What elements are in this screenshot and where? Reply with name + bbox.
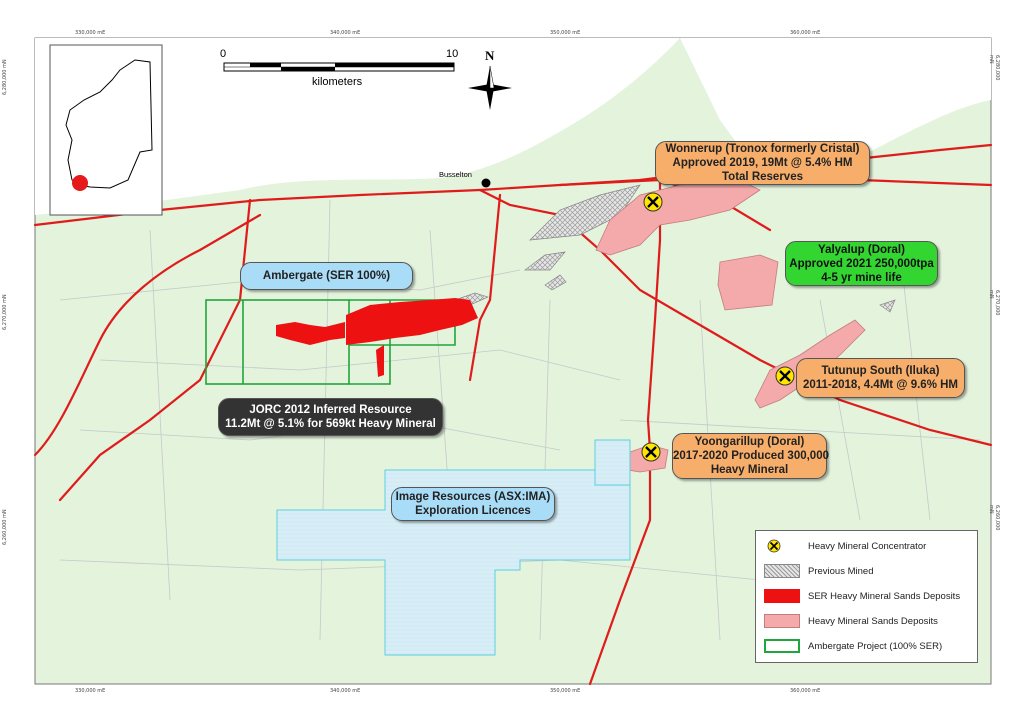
inset-map bbox=[49, 44, 163, 216]
callout-wonnerup: Wonnerup (Tronox formerly Cristal) Appro… bbox=[655, 141, 870, 185]
scale-start-label: 0 bbox=[220, 48, 227, 60]
callout-image-resources-line-2: Exploration Licences bbox=[415, 505, 531, 517]
scale-unit-label: kilometers bbox=[312, 76, 363, 88]
callout-image-resources: Image Resources (ASX:IMA) Exploration Li… bbox=[391, 487, 555, 521]
callout-image-resources-line-1: Image Resources (ASX:IMA) bbox=[395, 491, 551, 503]
grid-label-right-3: 6,260,000 mN bbox=[988, 505, 1000, 531]
concentrator-icons bbox=[641, 192, 795, 462]
callout-yalyalup-line-1: Yalyalup (Doral) bbox=[818, 243, 905, 256]
callout-yalyalup-line-2: Approved 2021 250,000tpa bbox=[789, 257, 934, 270]
grid-label-bottom-1: 330,000 mE bbox=[75, 688, 106, 694]
legend-item-hms-deposits: Heavy Mineral Sands Deposits bbox=[764, 612, 938, 630]
grid-label-top-4: 360,000 mE bbox=[790, 30, 821, 36]
callout-yoongarillup: Yoongarillup (Doral) 2017-2020 Produced … bbox=[672, 433, 829, 479]
callout-yalyalup: Yalyalup (Doral) Approved 2021 250,000tp… bbox=[785, 241, 938, 286]
north-arrow bbox=[468, 65, 512, 110]
legend-label-ser-deposits: SER Heavy Mineral Sands Deposits bbox=[808, 590, 961, 602]
legend-item-ser-deposits: SER Heavy Mineral Sands Deposits bbox=[764, 587, 960, 605]
callout-ambergate-line-1: Ambergate (SER 100%) bbox=[262, 270, 391, 282]
inset-location-dot bbox=[72, 175, 88, 191]
legend-item-previous-mined: Previous Mined bbox=[764, 562, 873, 580]
callout-yoongarillup-line-2: 2017-2020 Produced 300,000 bbox=[673, 450, 829, 462]
grid-label-bottom-2: 340,000 mE bbox=[330, 688, 361, 694]
grid-label-left-2: 6,270,000 mN bbox=[2, 294, 8, 330]
legend-label-hms-deposits: Heavy Mineral Sands Deposits bbox=[808, 615, 938, 627]
scale-end-label: 10 bbox=[446, 48, 459, 60]
grid-label-top-2: 340,000 mE bbox=[330, 30, 361, 36]
callout-ambergate: Ambergate (SER 100%) bbox=[240, 262, 413, 290]
previous-mined-swatch bbox=[764, 564, 800, 578]
grid-label-bottom-4: 360,000 mE bbox=[790, 688, 821, 694]
hms-deposit-swatch bbox=[764, 614, 800, 628]
ser-deposits bbox=[276, 298, 478, 377]
legend-label-ambergate: Ambergate Project (100% SER) bbox=[808, 640, 943, 652]
concentrator-icon bbox=[767, 539, 781, 553]
busselton-label: Busselton bbox=[439, 170, 472, 179]
legend-label-concentrator: Heavy Mineral Concentrator bbox=[808, 540, 927, 552]
ocean-area bbox=[35, 38, 680, 215]
callout-tutunup-line-1: Tutunup South (Iluka) bbox=[821, 365, 940, 377]
north-label: N bbox=[485, 48, 495, 63]
callout-yoongarillup-line-1: Yoongarillup (Doral) bbox=[694, 436, 805, 448]
busselton-marker bbox=[481, 178, 491, 188]
callout-tutunup-line-2: 2011-2018, 4.4Mt @ 9.6% HM bbox=[802, 379, 959, 391]
grid-label-right-1: 6,280,000 mN bbox=[988, 55, 1000, 81]
callout-jorc-line-1: JORC 2012 Inferred Resource bbox=[249, 404, 412, 416]
callout-jorc: JORC 2012 Inferred Resource 11.2Mt @ 5.1… bbox=[218, 398, 443, 436]
legend-item-ambergate: Ambergate Project (100% SER) bbox=[764, 637, 942, 655]
callout-wonnerup-line-3: Total Reserves bbox=[722, 171, 803, 183]
scale-bar bbox=[223, 62, 455, 72]
grid-label-right-2: 6,270,000 mN bbox=[988, 290, 1000, 316]
callout-tutunup: Tutunup South (Iluka) 2011-2018, 4.4Mt @… bbox=[796, 358, 965, 398]
grid-label-left-1: 6,280,000 mN bbox=[2, 59, 8, 95]
callout-wonnerup-line-1: Wonnerup (Tronox formerly Cristal) bbox=[665, 143, 860, 155]
map-legend: Heavy Mineral Concentrator Previous Mine… bbox=[755, 530, 978, 663]
grid-label-bottom-3: 350,000 mE bbox=[550, 688, 581, 694]
callout-yalyalup-line-3: 4-5 yr mine life bbox=[821, 271, 902, 284]
ambergate-outline-swatch bbox=[764, 639, 800, 653]
callout-yoongarillup-line-3: Heavy Mineral bbox=[710, 464, 789, 476]
legend-label-previous-mined: Previous Mined bbox=[808, 565, 874, 577]
legend-item-concentrator: Heavy Mineral Concentrator bbox=[764, 537, 926, 555]
ser-deposit-swatch bbox=[764, 589, 800, 603]
callout-wonnerup-line-2: Approved 2019, 19Mt @ 5.4% HM bbox=[672, 157, 853, 169]
grid-label-left-3: 6,260,000 mN bbox=[2, 509, 8, 545]
callout-jorc-line-2: 11.2Mt @ 5.1% for 569kt Heavy Mineral bbox=[225, 418, 436, 430]
ocean-area-east bbox=[680, 38, 991, 175]
grid-label-top-1: 330,000 mE bbox=[75, 30, 106, 36]
grid-label-top-3: 350,000 mE bbox=[550, 30, 581, 36]
